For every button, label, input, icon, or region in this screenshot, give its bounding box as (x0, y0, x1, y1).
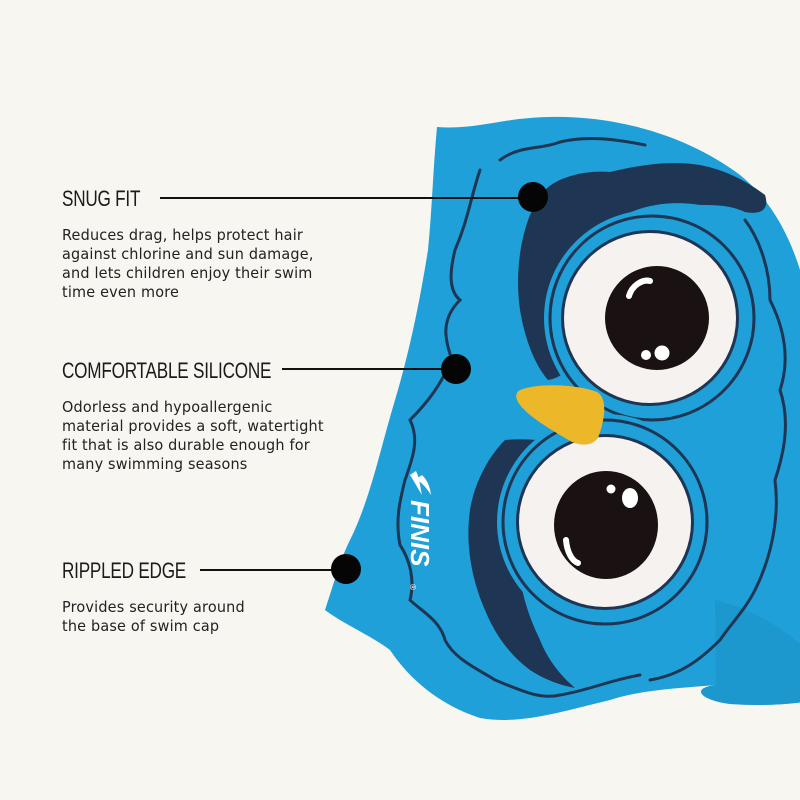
feature-heading: RIPPLED EDGE (62, 558, 187, 583)
feature-rippled-edge: RIPPLED EDGE Provides security around th… (62, 558, 259, 636)
description-line: Reduces drag, helps protect hair (62, 226, 304, 244)
finis-logo: FINIS ® (405, 471, 435, 591)
callout-line-snug-fit (160, 197, 530, 199)
feature-snug-fit: SNUG FIT Reduces drag, helps protect hai… (62, 186, 333, 302)
description-line: Provides security around (62, 598, 245, 616)
feature-description: Provides security around the base of swi… (62, 598, 245, 636)
callout-dot-comfortable-silicone (441, 354, 471, 384)
feature-comfortable-silicone: COMFORTABLE SILICONE Odorless and hypoal… (62, 358, 343, 474)
callout-dot-snug-fit (518, 182, 548, 212)
owl-eye-upper (561, 230, 739, 406)
feature-description: Reduces drag, helps protect hair against… (62, 226, 314, 302)
description-line: and lets children enjoy their swim (62, 264, 313, 282)
svg-text:FINIS: FINIS (405, 500, 435, 567)
feature-heading: SNUG FIT (62, 186, 141, 211)
description-line: material provides a soft, watertight (62, 417, 324, 435)
svg-text:®: ® (408, 583, 417, 591)
owl-beak (516, 385, 605, 445)
callout-dot-rippled-edge (331, 554, 361, 584)
owl-dark-fur-upper (518, 162, 767, 380)
description-line: the base of swim cap (62, 617, 220, 635)
callout-line-comfortable-silicone (282, 368, 452, 370)
description-line: against chlorine and sun damage, (62, 245, 314, 263)
owl-eye-lower (516, 434, 694, 610)
callout-line-rippled-edge (200, 569, 340, 571)
description-line: fit that is also durable enough for (62, 436, 310, 454)
description-line: Odorless and hypoallergenic (62, 398, 273, 416)
owl-dark-fur-lower (468, 439, 575, 688)
description-line: time even more (62, 283, 180, 301)
description-line: many swimming seasons (62, 455, 248, 473)
feature-heading: COMFORTABLE SILICONE (62, 358, 272, 383)
owl-fur-outline (396, 137, 647, 698)
feature-description: Odorless and hypoallergenic material pro… (62, 398, 324, 474)
